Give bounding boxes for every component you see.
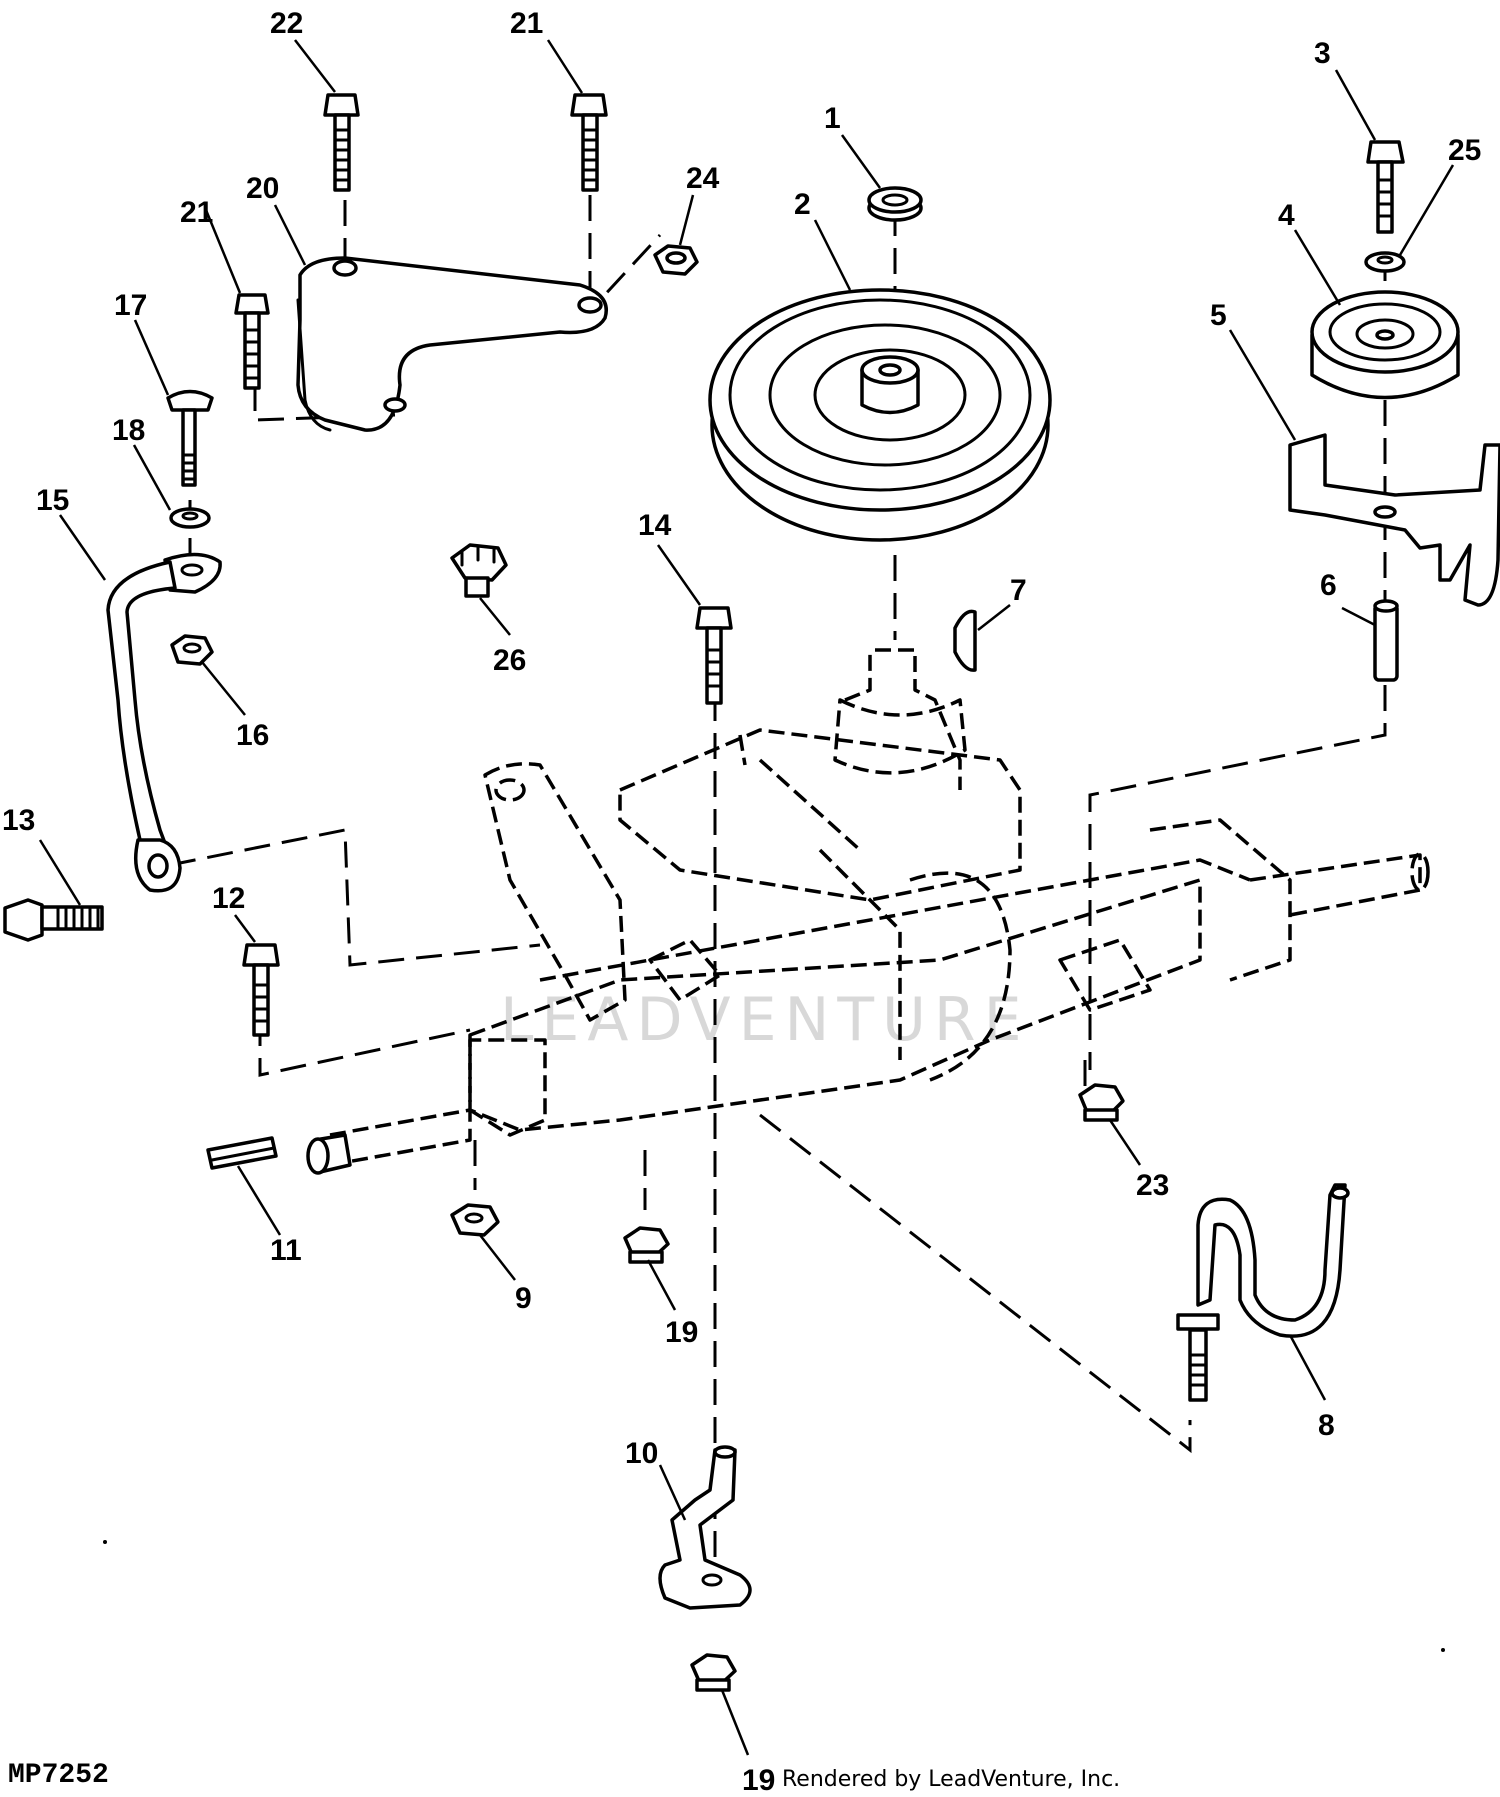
rod-part-15 [106,552,222,893]
callout-labels: 1 2 3 4 5 6 7 8 9 10 11 12 13 14 15 16 1… [2,7,1481,1797]
carriage-bolt-part-17 [166,389,214,487]
callout-19-mid: 19 [665,1316,698,1349]
callout-15: 15 [36,484,69,517]
callout-13: 13 [2,804,35,837]
figure-code: MP7252 [8,1760,109,1791]
callout-6: 6 [1320,569,1337,602]
callout-21-left: 21 [180,196,213,229]
nut-part-19-bottom [690,1653,737,1692]
link-rod-part-8 [1176,1183,1350,1402]
bolt-part-21-top [570,93,608,192]
watermark: LEADVENTURE [500,985,1030,1055]
pin-part-6 [1373,599,1399,682]
key-part-7 [953,609,977,672]
callout-20: 20 [246,172,279,205]
bolt-part-14 [695,606,733,705]
spring-part-1 [867,186,923,222]
bracket-part-20 [296,256,608,432]
idler-pulley-part-4 [1310,290,1460,400]
nut-part-19-mid [623,1226,670,1264]
bolt-part-12 [242,943,280,1037]
assembly-lines [169,195,1387,1580]
bolt-part-21-left [234,293,270,390]
link-part-10 [658,1445,752,1610]
bolt-part-22 [323,93,360,192]
callout-1: 1 [824,102,841,135]
key-part-11 [206,1136,278,1170]
nut-part-9 [450,1203,500,1237]
callout-10: 10 [625,1437,658,1470]
callout-23: 23 [1136,1169,1169,1202]
callout-8: 8 [1318,1409,1335,1442]
callout-21-top: 21 [510,7,543,40]
callout-17: 17 [114,289,147,322]
callout-22: 22 [270,7,303,40]
nut-part-23 [1078,1083,1125,1122]
bolt-part-13 [3,898,104,942]
idler-bracket-part-5 [1288,433,1500,607]
nut-part-24 [653,244,699,276]
leader-lines [38,39,1455,1756]
callout-25: 25 [1448,134,1481,167]
callout-18: 18 [112,414,145,447]
callout-12: 12 [212,882,245,915]
callout-2: 2 [794,188,811,221]
washer-part-18 [169,507,211,529]
scan-dot [103,1540,107,1544]
axle-end-left [306,1133,352,1175]
callout-3: 3 [1314,37,1331,70]
render-credit: Rendered by LeadVenture, Inc. [782,1767,1120,1792]
transaxle-housing [329,648,1430,1167]
scan-dot [1441,1648,1445,1652]
callout-26: 26 [493,644,526,677]
castle-nut-part-26 [450,543,508,598]
callout-16: 16 [236,719,269,752]
washer-part-25 [1364,251,1406,273]
callout-4: 4 [1278,199,1295,232]
callout-9: 9 [515,1282,532,1315]
nut-part-16 [170,634,214,666]
callout-11: 11 [270,1234,302,1267]
callout-24: 24 [686,162,720,195]
callout-19-bottom: 19 [742,1764,775,1797]
callout-7: 7 [1010,574,1027,607]
callout-14: 14 [638,509,672,542]
pulley-part-2 [708,288,1052,542]
bolt-part-3 [1366,140,1405,234]
callout-5: 5 [1210,299,1227,332]
